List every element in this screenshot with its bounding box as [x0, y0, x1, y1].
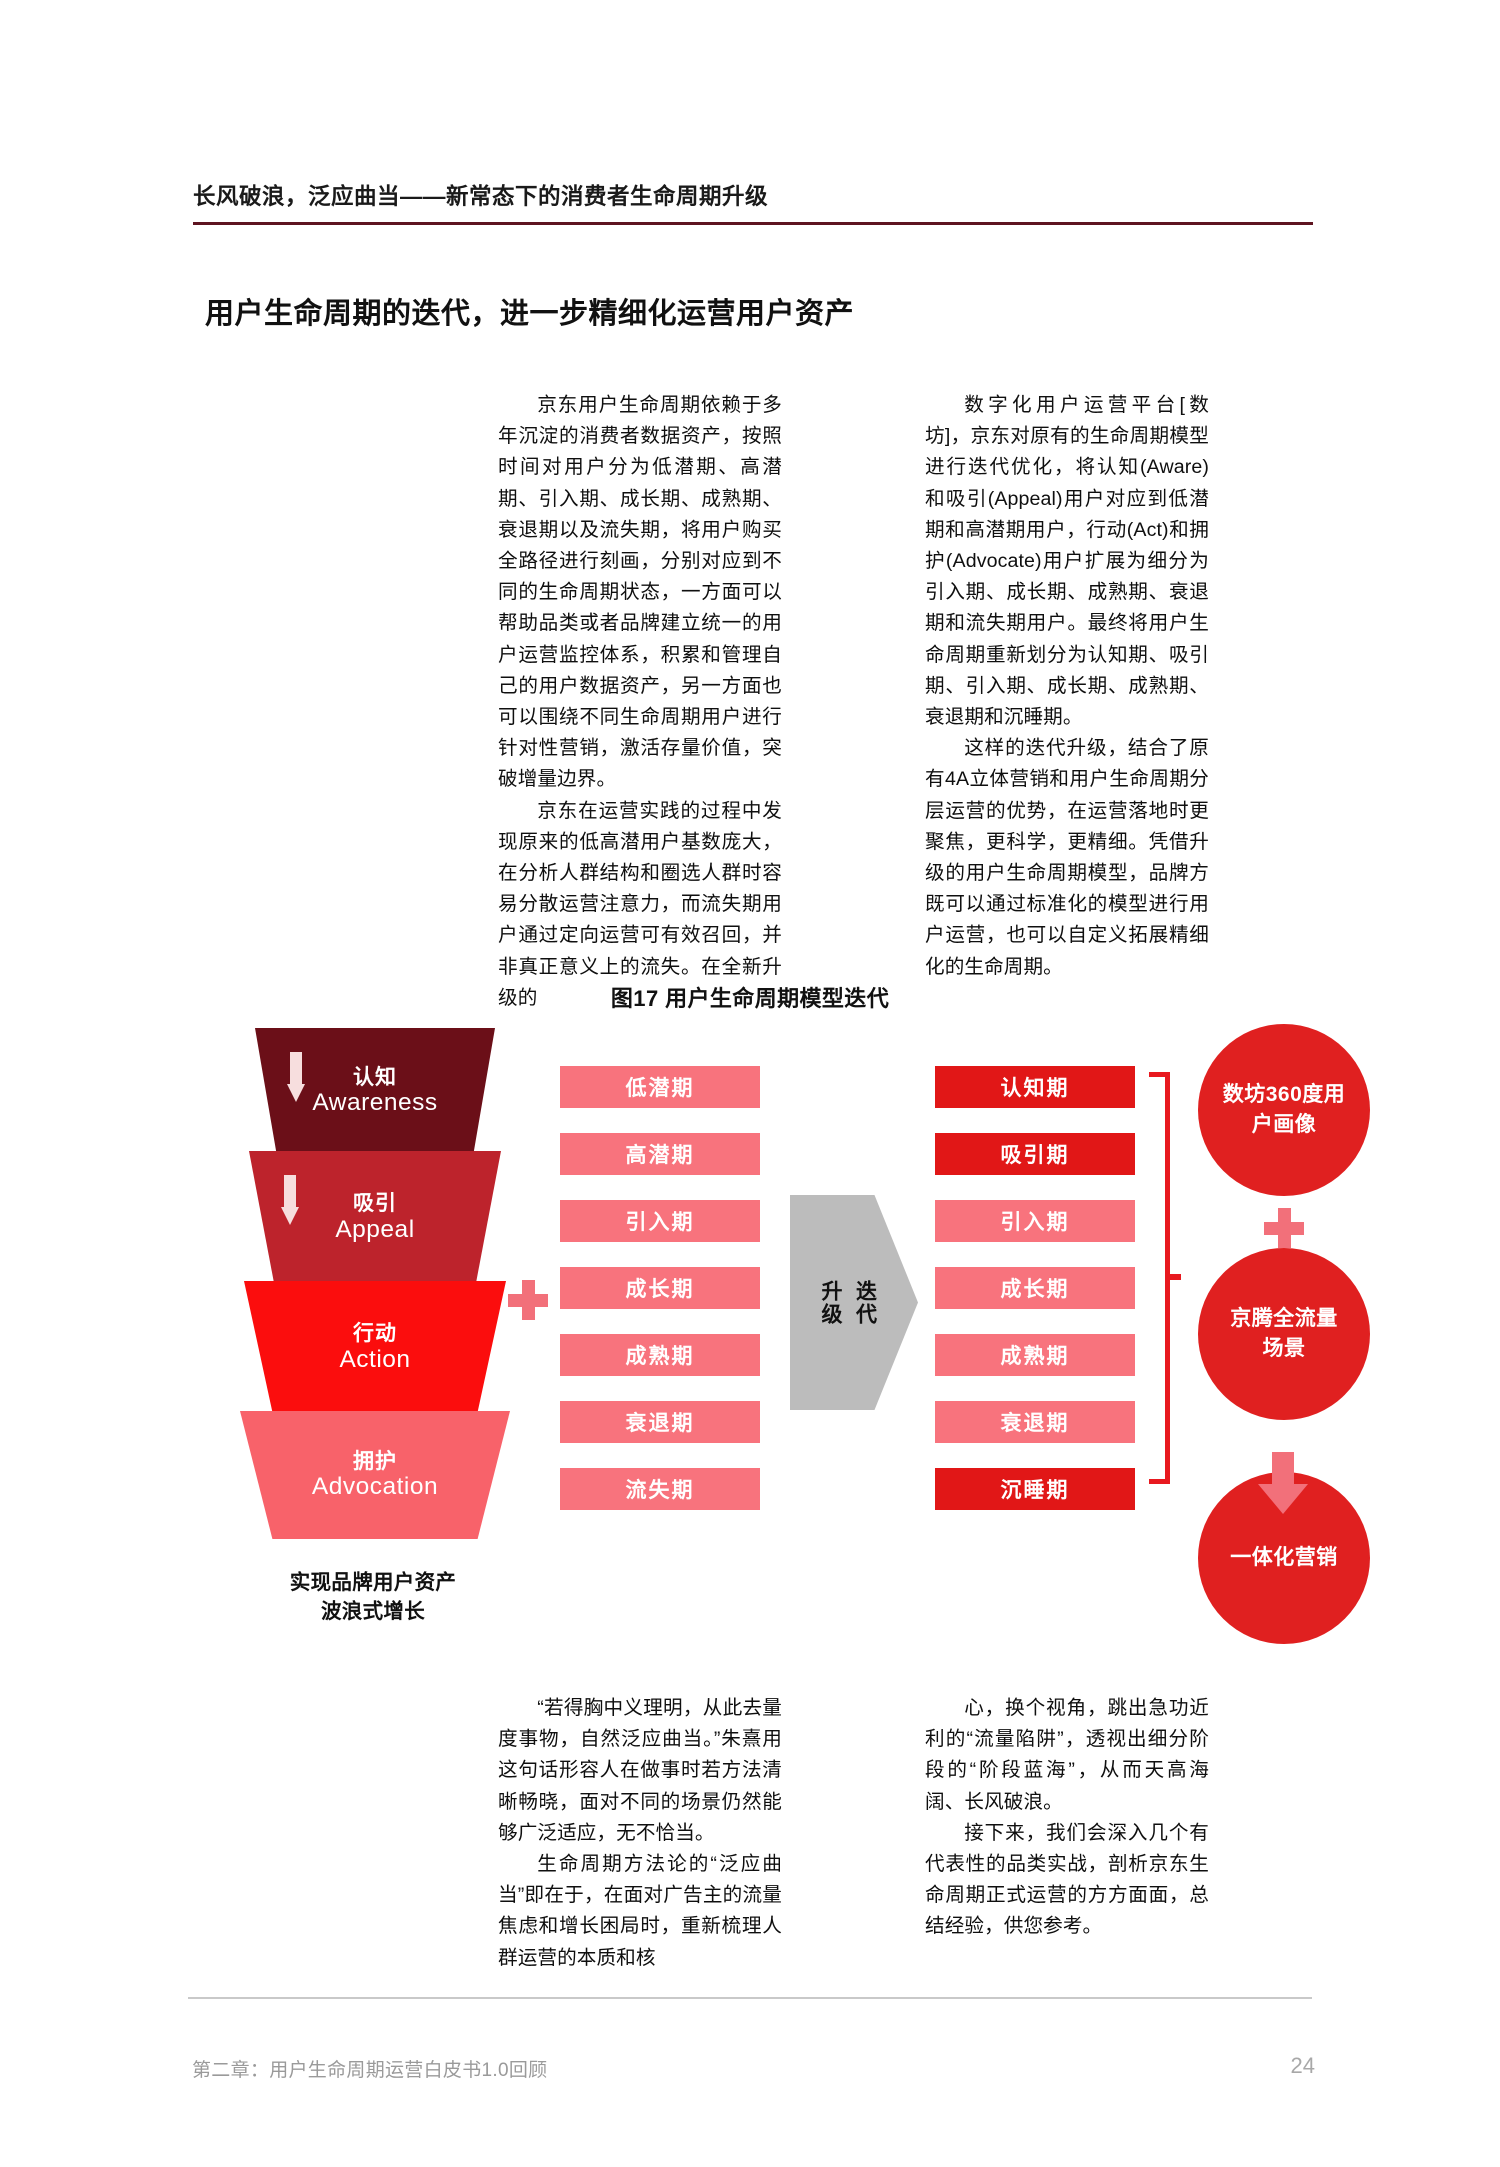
body-column-bottom-left: “若得胸中义理明，从此去量度事物，自然泛应曲当。”朱熹用这句话形容人在做事时若方…	[498, 1693, 782, 1974]
funnel-stage-label-cn: 行动	[353, 1322, 397, 1346]
stage-chip: 认知期	[935, 1066, 1135, 1108]
stage-chip: 衰退期	[560, 1401, 760, 1443]
funnel-stage-label-en: Awareness	[312, 1089, 438, 1117]
down-arrow-icon	[1258, 1452, 1308, 1514]
stage-chip: 吸引期	[935, 1133, 1135, 1175]
stage-chip: 引入期	[560, 1200, 760, 1242]
running-header-title: 长风破浪，泛应曲当——新常态下的消费者生命周期升级	[193, 184, 769, 209]
body-column-top-left: 京东用户生命周期依赖于多年沉淀的消费者数据资产，按照时间对用户分为低潜期、高潜期…	[498, 390, 782, 1014]
paragraph: 这样的迭代升级，结合了原有4A立体营销和用户生命周期分层运营的优势，在运营落地时…	[925, 737, 1209, 978]
old-lifecycle-stage-list: 低潜期 高潜期 引入期 成长期 成熟期 衰退期 流失期	[560, 1066, 760, 1535]
funnel-stage-action: 行动 Action	[244, 1281, 506, 1414]
stage-chip: 流失期	[560, 1468, 760, 1510]
funnel-stage-awareness: 认知 Awareness	[255, 1028, 495, 1154]
funnel-stage-appeal: 吸引 Appeal	[249, 1151, 501, 1284]
footer-chapter: 第二章：用户生命周期运营白皮书1.0回顾	[192, 2060, 548, 2081]
funnel-note-line2: 波浪式增长	[321, 1600, 425, 1624]
paragraph: 京东在运营实践的过程中发现原来的低高潜用户基数庞大，在分析人群结构和圈选人群时容…	[498, 799, 782, 1009]
running-header-rule	[193, 222, 1313, 225]
down-arrow-icon	[281, 1175, 299, 1231]
funnel-chart: 认知 Awareness 吸引 Appeal 行动 Action 拥护 Advo…	[240, 1028, 510, 1539]
funnel-stage-advocation: 拥护 Advocation	[240, 1411, 510, 1539]
plus-icon	[508, 1280, 548, 1320]
figure-caption: 图17 用户生命周期模型迭代	[610, 986, 890, 1011]
upgrade-arrow-label-line2: 迭代	[853, 1279, 877, 1326]
footer-rule	[188, 1997, 1312, 1999]
paragraph: 京东用户生命周期依赖于多年沉淀的消费者数据资产，按照时间对用户分为低潜期、高潜期…	[498, 394, 782, 791]
stage-chip: 高潜期	[560, 1133, 760, 1175]
funnel-stage-label-cn: 认知	[353, 1065, 397, 1089]
paragraph: 生命周期方法论的“泛应曲当”即在于，在面对广告主的流量焦虑和增长困局时，重新梳理…	[498, 1853, 782, 1969]
figure-diagram: 认知 Awareness 吸引 Appeal 行动 Action 拥护 Advo…	[0, 1020, 1500, 1644]
funnel-note: 实现品牌用户资产 波浪式增长	[248, 1568, 498, 1626]
body-column-bottom-right: 心，换个视角，跳出急功近利的“流量陷阱”，透视出细分阶段的“阶段蓝海”，从而天高…	[925, 1693, 1209, 1943]
stage-chip: 衰退期	[935, 1401, 1135, 1443]
funnel-stage-label-en: Appeal	[335, 1215, 415, 1243]
stage-chip: 沉睡期	[935, 1468, 1135, 1510]
stage-chip: 引入期	[935, 1200, 1135, 1242]
red-brace	[1143, 1072, 1181, 1484]
funnel-stage-label-cn: 拥护	[353, 1449, 397, 1473]
capability-circle-traffic-scene: 京腾全流量场景	[1198, 1248, 1370, 1420]
footer-page-number: 24	[1290, 2053, 1315, 2078]
funnel-stage-label-en: Advocation	[311, 1473, 439, 1501]
new-lifecycle-stage-list: 认知期 吸引期 引入期 成长期 成熟期 衰退期 沉睡期	[935, 1066, 1135, 1535]
paragraph: 数字化用户运营平台[数坊]，京东对原有的生命周期模型进行迭代优化，将认知(Awa…	[925, 394, 1209, 729]
running-header: 长风破浪，泛应曲当——新常态下的消费者生命周期升级	[193, 183, 1313, 225]
paragraph: 心，换个视角，跳出急功近利的“流量陷阱”，透视出细分阶段的“阶段蓝海”，从而天高…	[925, 1697, 1209, 1813]
funnel-stage-label-cn: 吸引	[353, 1192, 397, 1216]
paragraph: “若得胸中义理明，从此去量度事物，自然泛应曲当。”朱熹用这句话形容人在做事时若方…	[498, 1697, 782, 1844]
capability-circle-user-profile: 数坊360度用户画像	[1198, 1024, 1370, 1196]
funnel-stage-label-en: Action	[339, 1345, 411, 1373]
body-column-top-right: 数字化用户运营平台[数坊]，京东对原有的生命周期模型进行迭代优化，将认知(Awa…	[925, 390, 1209, 983]
upgrade-arrow: 升级 迭代	[790, 1195, 918, 1410]
section-title: 用户生命周期的迭代，进一步精细化运营用户资产	[205, 298, 855, 330]
stage-chip: 成熟期	[560, 1334, 760, 1376]
funnel-note-line1: 实现品牌用户资产	[289, 1571, 457, 1594]
stage-chip: 成长期	[935, 1267, 1135, 1309]
stage-chip: 成长期	[560, 1267, 760, 1309]
paragraph: 接下来，我们会深入几个有代表性的品类实战，剖析京东生命周期正式运营的方方面面，总…	[925, 1821, 1209, 1938]
upgrade-arrow-label-line1: 升级	[819, 1279, 842, 1326]
stage-chip: 成熟期	[935, 1334, 1135, 1376]
plus-icon	[1264, 1208, 1304, 1248]
stage-chip: 低潜期	[560, 1066, 760, 1108]
down-arrow-icon	[287, 1052, 305, 1108]
